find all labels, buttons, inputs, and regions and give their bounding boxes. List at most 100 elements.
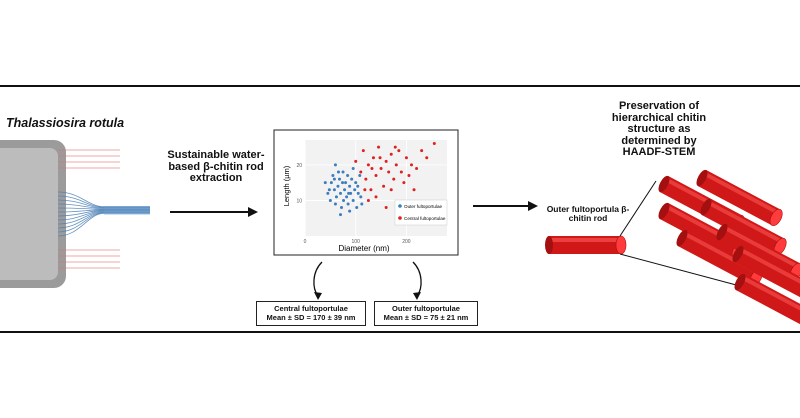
central-data-point xyxy=(405,156,408,159)
central-data-point xyxy=(359,171,362,174)
outer-data-point xyxy=(338,178,341,181)
result-label: Preservation of hierarchical chitin stru… xyxy=(601,101,717,159)
outer-data-point xyxy=(330,181,333,184)
central-fiber xyxy=(58,213,150,236)
outer-data-point xyxy=(341,181,344,184)
central-data-point xyxy=(400,171,403,174)
central-data-point xyxy=(377,146,380,149)
central-data-point xyxy=(407,174,410,177)
central-data-point xyxy=(390,188,393,191)
chitin-rod-bundle xyxy=(656,168,800,332)
central-data-point xyxy=(410,163,413,166)
outer-data-point xyxy=(334,203,337,206)
outer-data-point xyxy=(339,213,342,216)
outer-data-point xyxy=(350,178,353,181)
central-data-point xyxy=(394,146,397,149)
outer-data-point xyxy=(348,210,351,213)
curved-arrow-right xyxy=(413,262,421,300)
outer-data-point xyxy=(329,199,332,202)
central-data-point xyxy=(402,181,405,184)
x-tick-label: 200 xyxy=(402,239,411,245)
outer-data-point xyxy=(347,203,350,206)
outer-stats-box: Outer fultoportulae Mean ± SD = 75 ± 21 … xyxy=(374,301,478,326)
outer-data-point xyxy=(348,185,351,188)
single-chitin-rod xyxy=(545,236,626,254)
outer-data-point xyxy=(356,185,359,188)
central-data-point xyxy=(382,185,385,188)
central-data-point xyxy=(387,171,390,174)
central-data-point xyxy=(370,167,373,170)
diatom-cell-illustration xyxy=(0,140,150,288)
outer-data-point xyxy=(326,192,329,195)
central-data-point xyxy=(420,149,423,152)
x-axis-label: Diameter (nm) xyxy=(338,244,389,253)
y-tick-label: 20 xyxy=(296,163,302,169)
y-tick-label: 10 xyxy=(296,198,302,204)
central-data-point xyxy=(385,206,388,209)
central-data-point xyxy=(385,160,388,163)
species-label: Thalassiosira rotula xyxy=(6,117,124,130)
central-data-point xyxy=(425,156,428,159)
central-data-point xyxy=(362,149,365,152)
arrow-to-chart xyxy=(170,207,258,217)
outer-data-point xyxy=(333,178,336,181)
outer-data-point xyxy=(346,174,349,177)
central-stats-value: Mean ± SD = 170 ± 39 nm xyxy=(261,313,361,322)
outer-data-point xyxy=(333,188,336,191)
process-label: Sustainable water-based β-chitin rod ext… xyxy=(167,150,265,185)
outer-data-point xyxy=(352,199,355,202)
outer-data-point xyxy=(337,171,340,174)
central-data-point xyxy=(364,178,367,181)
outer-data-point xyxy=(335,195,338,198)
outer-data-point xyxy=(353,188,356,191)
central-data-point xyxy=(433,142,436,145)
central-data-point xyxy=(392,178,395,181)
outer-data-point xyxy=(334,163,337,166)
outer-data-point xyxy=(357,192,360,195)
central-data-point xyxy=(390,153,393,156)
legend-central: Central fultoportulae xyxy=(404,216,446,221)
y-axis-label: Length (µm) xyxy=(282,165,291,206)
outer-data-point xyxy=(352,167,355,170)
central-data-point xyxy=(380,167,383,170)
outer-data-point xyxy=(347,192,350,195)
chart-legend: Outer fultoportulae Central fultoportula… xyxy=(395,200,447,225)
central-data-point xyxy=(395,163,398,166)
outer-data-point xyxy=(343,188,346,191)
outer-data-point xyxy=(324,181,327,184)
central-data-point xyxy=(354,160,357,163)
x-tick-label: 0 xyxy=(304,239,307,245)
outer-data-point xyxy=(360,203,363,206)
central-data-point xyxy=(397,149,400,152)
outer-stats-value: Mean ± SD = 75 ± 21 nm xyxy=(379,313,473,322)
outer-data-point xyxy=(344,181,347,184)
outer-data-point xyxy=(336,185,339,188)
outer-data-point xyxy=(331,174,334,177)
outer-stats-title: Outer fultoportulae xyxy=(379,304,473,313)
outer-data-point xyxy=(339,192,342,195)
curved-arrow-left xyxy=(314,262,322,300)
central-stats-box: Central fultoportulae Mean ± SD = 170 ± … xyxy=(256,301,366,326)
outer-data-point xyxy=(355,206,358,209)
central-data-point xyxy=(367,199,370,202)
outer-data-point xyxy=(358,174,361,177)
central-data-point xyxy=(375,174,378,177)
outer-data-point xyxy=(328,188,331,191)
central-data-point xyxy=(379,156,382,159)
outer-data-point xyxy=(342,199,345,202)
rod-label: Outer fultoportula β-chitin rod xyxy=(545,205,631,223)
outer-data-point xyxy=(354,181,357,184)
central-stats-title: Central fultoportulae xyxy=(261,304,361,313)
outer-data-point xyxy=(345,195,348,198)
central-data-point xyxy=(363,188,366,191)
outer-data-point xyxy=(359,195,362,198)
fiber-bundle xyxy=(104,206,150,215)
outer-data-point xyxy=(340,206,343,209)
central-data-point xyxy=(415,167,418,170)
central-data-point xyxy=(372,156,375,159)
central-data-point xyxy=(367,163,370,166)
central-data-point xyxy=(413,188,416,191)
legend-outer: Outer fultoportulae xyxy=(404,204,442,209)
arrow-to-rods xyxy=(473,201,538,211)
